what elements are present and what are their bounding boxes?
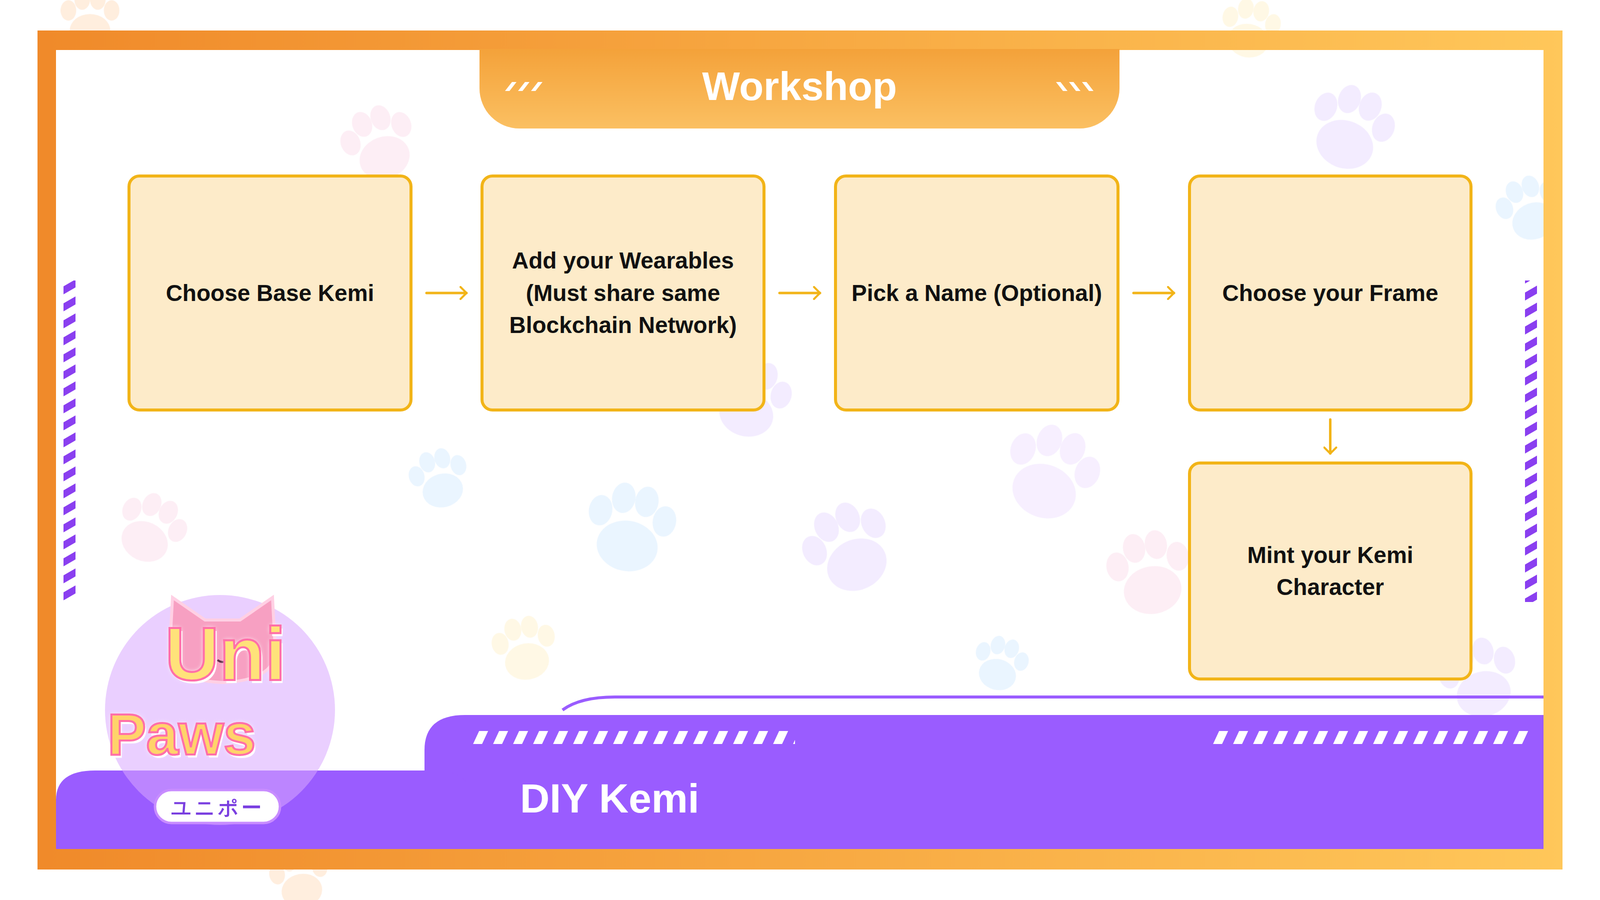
paw-prints xyxy=(60,0,1570,900)
flow-arrow xyxy=(779,292,820,295)
paw-print xyxy=(488,612,562,685)
side-dashes xyxy=(1525,280,1537,602)
flow-arrow xyxy=(1133,292,1174,295)
flow-arrow xyxy=(426,292,467,295)
logo-text: Uni xyxy=(165,611,286,698)
logo-glow xyxy=(105,595,335,825)
paw-print xyxy=(1101,525,1198,621)
step-label: Pick a Name (Optional) xyxy=(851,277,1102,309)
process-box: Pick a Name (Optional) xyxy=(834,174,1120,412)
step-label: Choose your Frame xyxy=(1222,277,1439,309)
paw-print xyxy=(105,483,197,574)
flow-arrow xyxy=(1329,419,1332,454)
paw-print xyxy=(967,631,1034,697)
paw-print xyxy=(403,443,476,515)
paw-print xyxy=(579,477,682,579)
slash-mark xyxy=(505,82,543,91)
paw-print xyxy=(790,490,908,607)
band-stripes xyxy=(1209,731,1530,744)
process-box: Add your Wearables (Must share same Bloc… xyxy=(480,174,766,412)
katakana-pill xyxy=(155,790,280,823)
logo-text: ユニポー xyxy=(155,794,280,822)
step-label: Mint your Kemi Character xyxy=(1205,539,1456,604)
step-label: Add your Wearables (Must share same Bloc… xyxy=(497,244,749,341)
process-box: Choose Base Kemi xyxy=(127,174,413,412)
process-box: Choose your Frame xyxy=(1188,174,1473,412)
band-stripes xyxy=(471,731,795,744)
step-label: Choose Base Kemi xyxy=(166,277,375,309)
slash-mark xyxy=(1056,82,1094,91)
slide-title: Workshop xyxy=(479,49,1120,124)
logo-text: Paws xyxy=(107,701,256,768)
title-tab xyxy=(479,49,1120,129)
accent-line xyxy=(562,697,1544,710)
side-dashes xyxy=(63,280,76,602)
paw-print xyxy=(1297,75,1404,181)
paw-print xyxy=(991,413,1111,532)
outer-frame xyxy=(37,30,1563,870)
logo-art xyxy=(105,595,335,825)
bottom-band xyxy=(424,715,1544,849)
process-box: Mint your Kemi Character xyxy=(1188,461,1473,681)
slide-caption: DIY Kemi xyxy=(520,775,700,822)
